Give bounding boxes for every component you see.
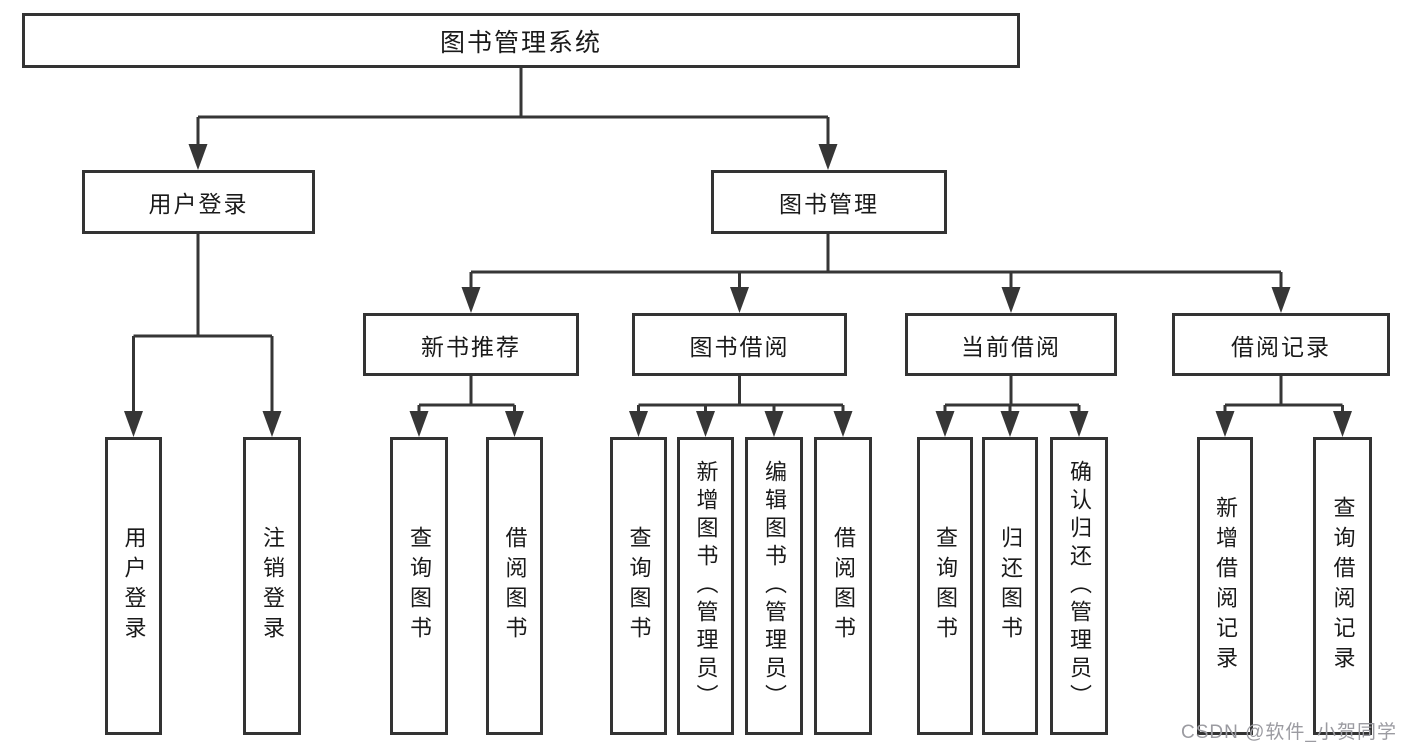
leaf-confirm-return-admin: 确认归还（管理员）	[1050, 437, 1108, 735]
arrowhead-icon	[1271, 287, 1291, 313]
arrowhead-icon	[188, 144, 208, 170]
leaf-user-login: 用户登录	[105, 437, 162, 735]
arrowhead-icon	[818, 144, 838, 170]
leaf-borrow-books-borrowing: 借阅图书	[814, 437, 872, 735]
node-library-management-system: 图书管理系统	[22, 13, 1020, 68]
watermark-text: CSDN @软件_小贺同学	[1181, 722, 1397, 743]
leaf-edit-book-admin: 编辑图书（管理员）	[745, 437, 803, 735]
arrowhead-icon	[1000, 411, 1020, 437]
connector-root	[188, 67, 838, 170]
arrowhead-icon	[764, 411, 784, 437]
leaf-logout: 注销登录	[243, 437, 301, 735]
arrowhead-icon	[461, 287, 481, 313]
connector-borrowing-records	[1215, 376, 1352, 437]
connector-book-borrowing	[629, 376, 853, 437]
node-current-borrowing: 当前借阅	[905, 313, 1117, 376]
arrowhead-icon	[505, 411, 524, 437]
leaf-add-book-admin: 新增图书（管理员）	[677, 437, 734, 735]
arrowhead-icon	[409, 411, 429, 437]
leaf-query-borrow-record: 查询借阅记录	[1313, 437, 1372, 735]
connector-new-book-recommendation	[409, 376, 524, 437]
connector-book-management	[461, 234, 1291, 313]
arrowhead-icon	[1215, 411, 1235, 437]
connector-current-borrowing	[935, 376, 1089, 437]
node-borrowing-records: 借阅记录	[1172, 313, 1390, 376]
arrowhead-icon	[935, 411, 955, 437]
node-book-borrowing: 图书借阅	[632, 313, 847, 376]
arrowhead-icon	[262, 411, 282, 437]
arrowhead-icon	[696, 411, 715, 437]
leaf-query-books-borrowing: 查询图书	[610, 437, 667, 735]
leaf-borrow-books-recommend: 借阅图书	[486, 437, 543, 735]
arrowhead-icon	[124, 411, 143, 437]
node-user-login: 用户登录	[82, 170, 315, 234]
connector-user-login	[124, 234, 282, 437]
arrowhead-icon	[1333, 411, 1352, 437]
arrowhead-icon	[629, 411, 648, 437]
leaf-add-borrow-record: 新增借阅记录	[1197, 437, 1253, 735]
arrowhead-icon	[730, 287, 749, 313]
leaf-query-books-recommend: 查询图书	[390, 437, 448, 735]
leaf-query-books-current: 查询图书	[917, 437, 973, 735]
node-new-book-recommendation: 新书推荐	[363, 313, 579, 376]
leaf-return-books: 归还图书	[982, 437, 1038, 735]
arrowhead-icon	[833, 411, 853, 437]
arrowhead-icon	[1001, 287, 1021, 313]
node-book-management: 图书管理	[711, 170, 947, 234]
arrowhead-icon	[1069, 411, 1089, 437]
